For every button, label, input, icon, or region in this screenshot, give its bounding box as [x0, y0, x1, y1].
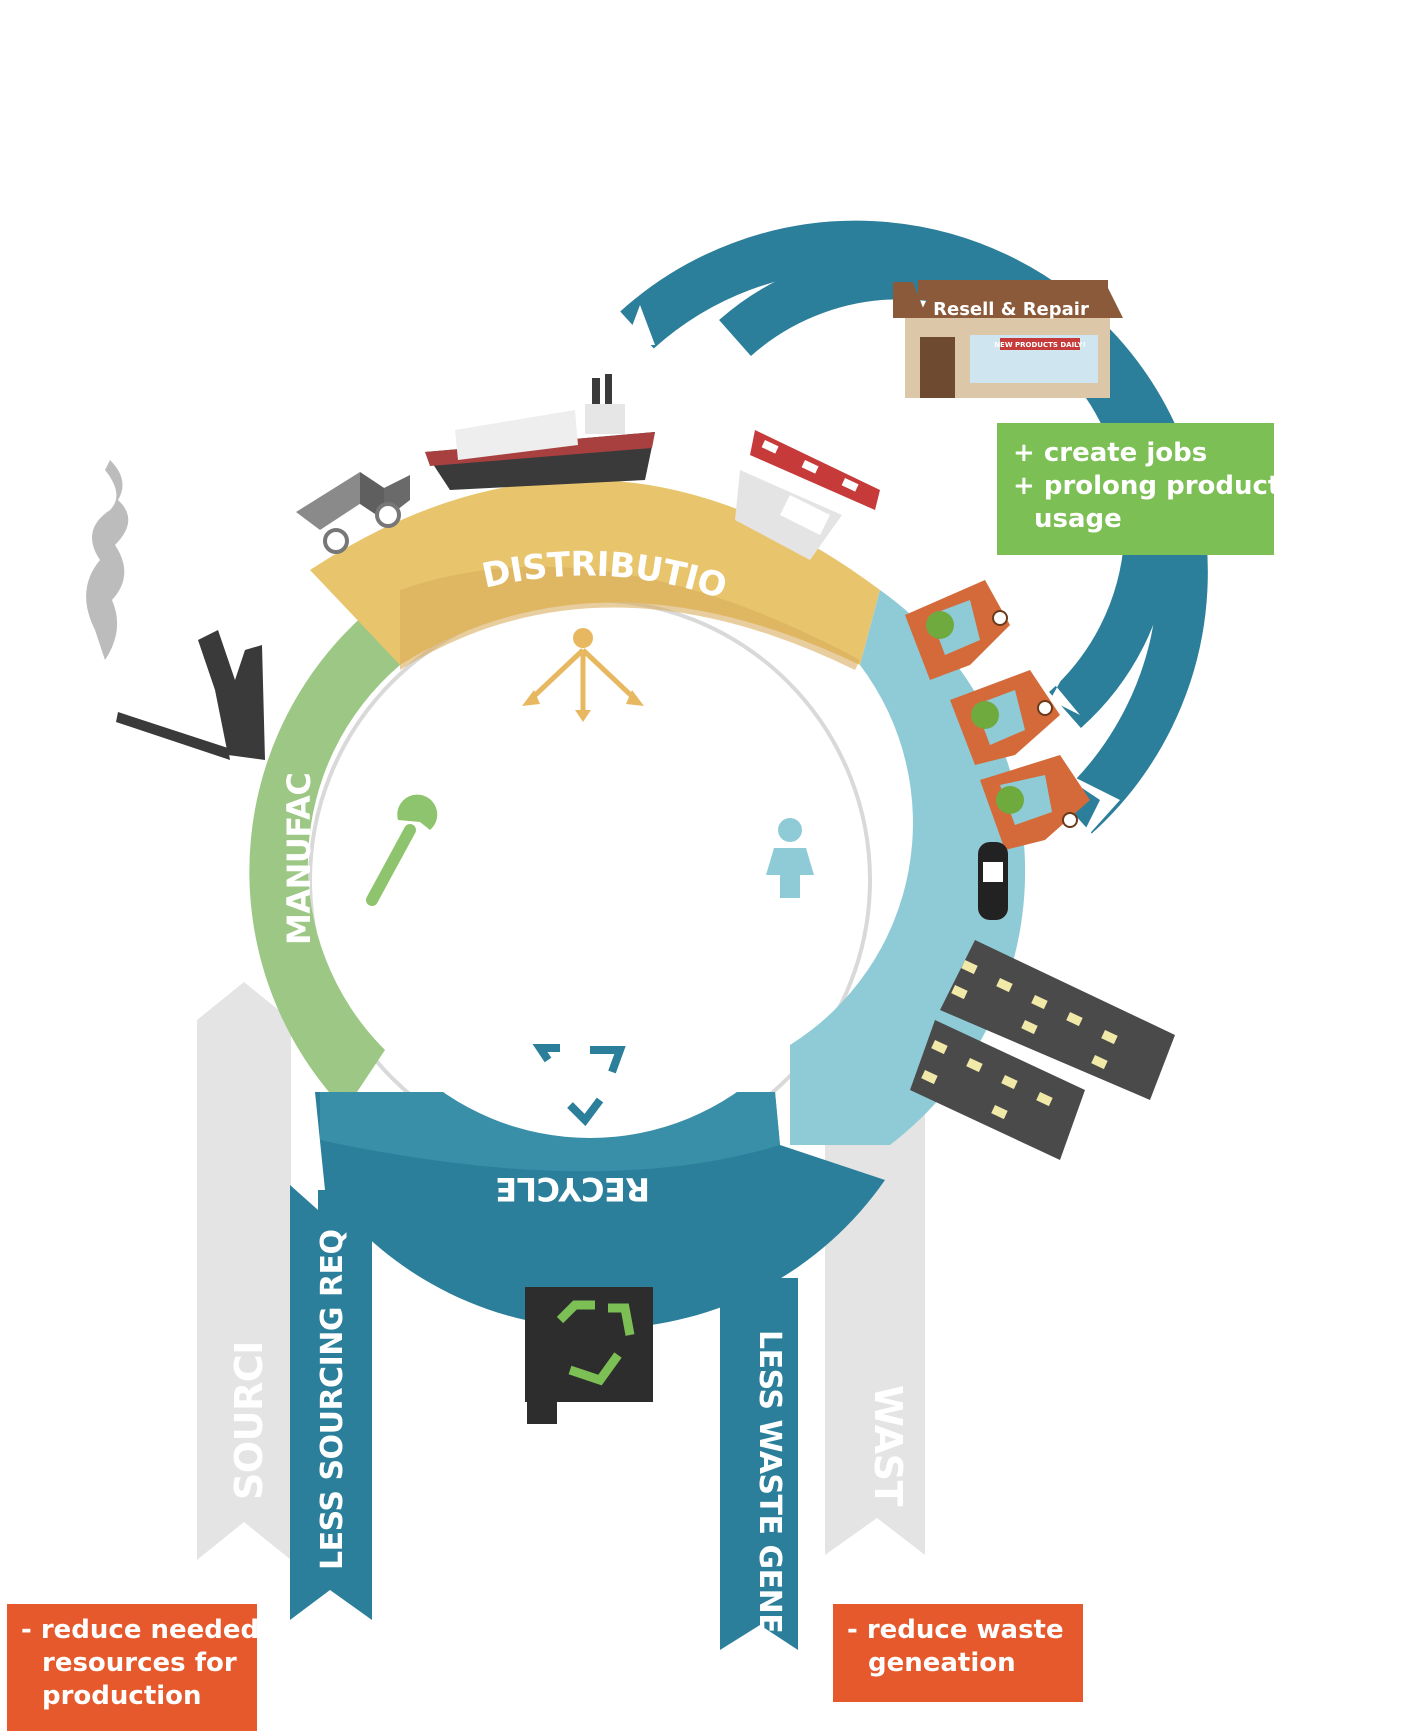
benefit-line: usage — [1034, 504, 1122, 534]
benefit-line: + create jobs — [1013, 438, 1208, 468]
benefit-line: + prolong product — [1013, 471, 1281, 501]
store-icon — [735, 430, 880, 560]
house-icon — [905, 580, 1010, 680]
less-waste-ribbon — [720, 1278, 798, 1650]
resell-repair-shop-icon: NEW PRODUCTS DAILY! Resell & Repair — [893, 280, 1123, 398]
distribution-arrows-icon — [522, 628, 644, 722]
less-sourcing-ribbon — [290, 1185, 372, 1620]
benefit-line: geneation — [868, 1648, 1016, 1678]
factory-icon — [86, 460, 265, 760]
benefit-line: production — [42, 1681, 202, 1711]
house-icon — [980, 755, 1090, 850]
repair-label: REPAIR — [0, 0, 150, 9]
house-icon — [950, 670, 1060, 765]
person-icon — [766, 818, 814, 898]
truck-icon — [296, 472, 410, 554]
benefit-line: - reduce needed — [21, 1615, 260, 1645]
car-icon — [978, 842, 1008, 920]
benefit-line: - reduce waste — [847, 1615, 1064, 1645]
waste-benefit-box: - reduce waste geneation — [833, 1604, 1083, 1702]
apartment-building-icon — [910, 940, 1175, 1160]
recycle-label: RECYCLE — [496, 1170, 650, 1208]
sourcing-stream — [197, 982, 291, 1560]
shop-window-banner: NEW PRODUCTS DAILY! — [994, 341, 1086, 349]
wrench-icon — [366, 794, 438, 906]
benefit-line: resources for — [42, 1648, 237, 1678]
recycle-symbol-icon — [532, 1044, 626, 1127]
repair-reuse-benefits-box: + create jobs + prolong product usage — [997, 423, 1281, 555]
recycling-bin-icon — [525, 1287, 653, 1424]
shop-sign: Resell & Repair — [933, 299, 1089, 320]
sourcing-benefit-box: - reduce needed resources for production — [7, 1604, 260, 1731]
reuse-label: REUSE — [1101, 169, 1224, 290]
use-label: USE — [864, 808, 899, 873]
cargo-ship-icon — [425, 374, 655, 490]
